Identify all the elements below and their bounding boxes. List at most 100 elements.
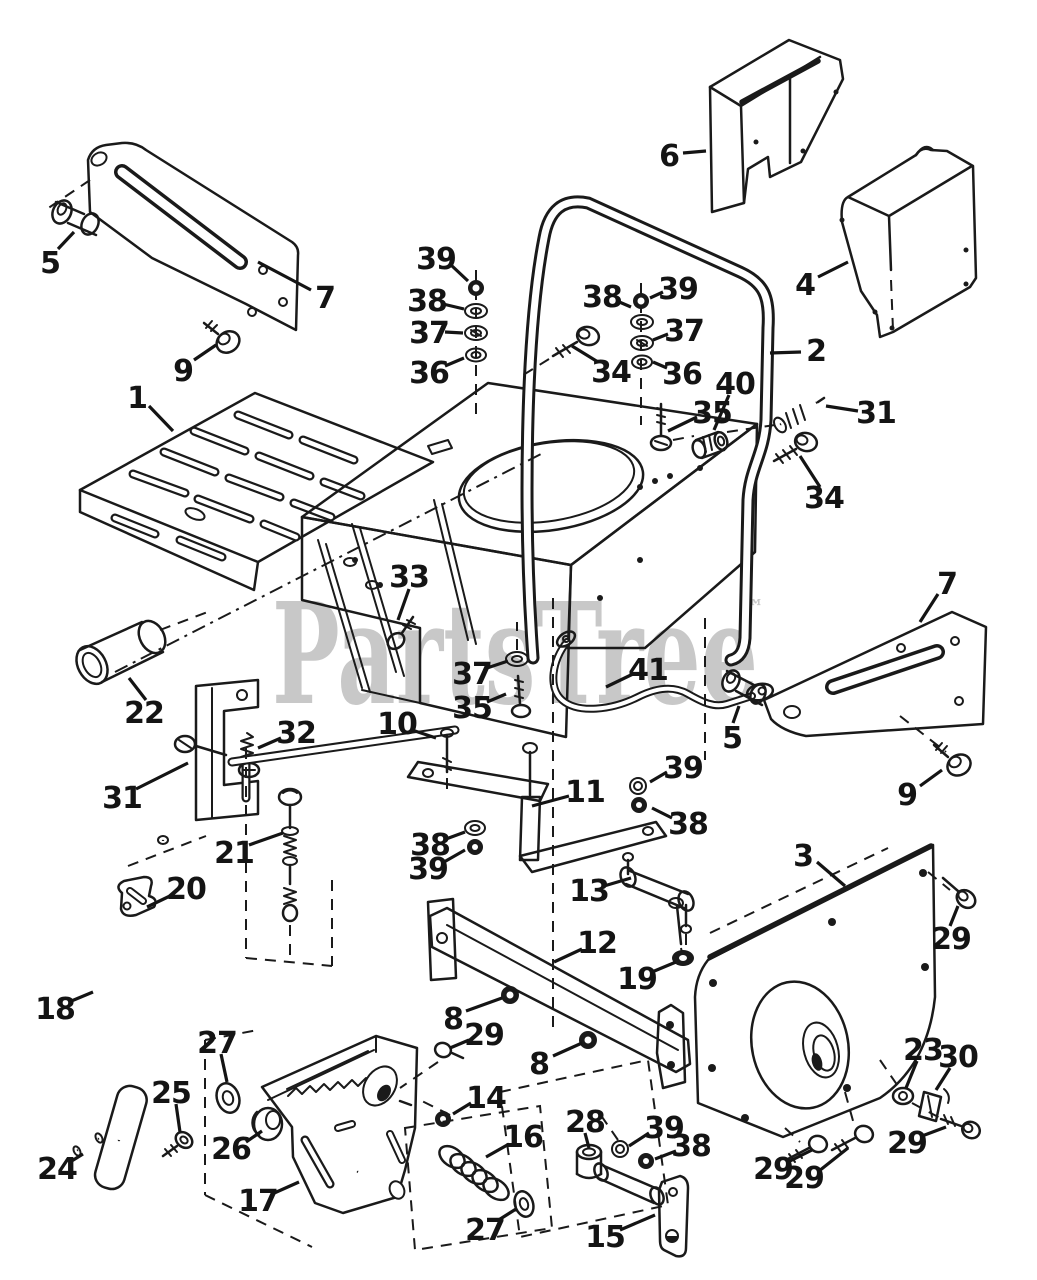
callout-20-label: 20 <box>166 872 206 907</box>
callout-5-label: 5 <box>40 246 60 281</box>
callout-28-leader <box>583 1132 591 1149</box>
callout-24-label: 24 <box>37 1152 77 1187</box>
callout-6-label: 6 <box>659 139 679 174</box>
callout-29-label: 29 <box>753 1152 793 1187</box>
callout-7-label: 7 <box>937 567 957 602</box>
callout-1-leader <box>147 404 175 433</box>
callout-9-leader <box>193 343 217 362</box>
callout-34-leader <box>798 455 822 488</box>
callout-26-label: 26 <box>211 1132 251 1167</box>
part-4-cover <box>839 145 978 339</box>
watermark: PartsTree ™ <box>272 573 764 737</box>
part-28-bushing <box>575 1143 603 1180</box>
hardware-pairs-mid <box>464 777 647 855</box>
callout-31-leader <box>825 404 859 413</box>
callout-23-leader <box>904 1060 919 1089</box>
part-16-spring <box>438 1144 510 1202</box>
callout-5-leader <box>56 230 76 251</box>
part-18-lever <box>93 835 207 1191</box>
callout-39-leader <box>649 770 668 784</box>
callout-37-label: 37 <box>452 657 492 692</box>
part-24-pin <box>72 1132 104 1157</box>
callout-14-leader <box>452 1101 472 1116</box>
callout-33-label: 33 <box>389 560 429 595</box>
part-35-bolt-mid <box>505 622 532 719</box>
callout-32-label: 32 <box>276 716 316 751</box>
callout-2-leader <box>769 350 802 355</box>
callout-8-label: 8 <box>529 1047 549 1082</box>
callout-17-leader <box>271 1180 300 1196</box>
callout-8-leader <box>465 996 503 1013</box>
callout-10-leader <box>411 728 437 740</box>
part-9-bolt-left <box>202 320 241 354</box>
callout-39-label: 39 <box>663 751 703 786</box>
callout-4-leader <box>817 260 849 279</box>
callout-41-label: 41 <box>628 653 668 688</box>
part-22-pivot-tube <box>75 609 214 686</box>
callout-9-label: 9 <box>897 778 917 813</box>
hardware-stack-left <box>464 270 488 415</box>
callout-38-leader <box>654 1149 677 1161</box>
callout-39-label: 39 <box>408 852 448 887</box>
callout-15-leader <box>619 1213 656 1232</box>
part-9-bolt-right <box>932 742 972 777</box>
callout-16-label: 16 <box>503 1120 543 1155</box>
callout-8-label: 8 <box>443 1002 463 1037</box>
callout-35-leader <box>486 692 507 704</box>
callout-11-leader <box>531 794 570 808</box>
part-35-bolt-right <box>649 402 673 452</box>
callout-34-label: 34 <box>591 355 631 390</box>
callout-41-leader <box>605 672 634 689</box>
callout-36-label: 36 <box>409 356 449 391</box>
callout-37-leader <box>444 330 464 335</box>
callout-22-label: 22 <box>124 696 164 731</box>
callout-4-label: 4 <box>795 268 815 303</box>
part-2-backrest-frame <box>520 195 775 667</box>
callout-19-label: 19 <box>617 962 657 997</box>
callout-7-leader <box>257 260 312 292</box>
callout-29-label: 29 <box>464 1018 504 1053</box>
callout-29-leader <box>449 1038 470 1050</box>
callout-39-leader <box>449 263 470 283</box>
nut-14 <box>419 1099 451 1127</box>
callout-8-leader <box>552 1041 583 1058</box>
hardware-stack-right <box>630 283 654 425</box>
callout-13-label: 13 <box>569 874 609 909</box>
callout-12-label: 12 <box>577 926 617 961</box>
callout-39-label: 39 <box>658 272 698 307</box>
hardware-38-39-bottom <box>599 1113 654 1169</box>
part-12-rail <box>426 897 692 1090</box>
callout-37-leader <box>652 332 669 342</box>
callout-29-leader <box>948 905 960 927</box>
callout-1-label: 1 <box>127 381 147 416</box>
callout-13-leader <box>603 876 632 888</box>
callout-6-leader <box>682 149 707 155</box>
callout-39-label: 39 <box>644 1111 684 1146</box>
callout-39-leader <box>628 1131 650 1148</box>
callout-36-leader <box>444 356 465 368</box>
part-7-bracket-right <box>762 610 988 753</box>
callout-29-label: 29 <box>887 1126 927 1161</box>
callout-39-leader <box>649 290 664 300</box>
callout-31-label: 31 <box>856 396 896 431</box>
callout-5-leader <box>731 705 741 724</box>
callout-39-leader <box>443 848 466 864</box>
callout-3-label: 3 <box>793 839 813 874</box>
callout-34-label: 34 <box>804 481 844 516</box>
callout-16-leader <box>485 1142 510 1159</box>
callout-38-label: 38 <box>407 284 447 319</box>
part-30-clip <box>917 1088 950 1123</box>
callout-28-label: 28 <box>565 1105 605 1140</box>
callout-7-label: 7 <box>315 281 335 316</box>
callout-17-label: 17 <box>238 1184 278 1219</box>
callout-7-leader <box>918 593 940 623</box>
callout-15-label: 15 <box>585 1220 625 1255</box>
callout-38-label: 38 <box>582 280 622 315</box>
callout-38-label: 38 <box>410 828 450 863</box>
callout-33-leader <box>396 588 411 621</box>
part-17-ratchet-bracket <box>260 1034 419 1215</box>
callout-24-leader <box>69 1152 84 1164</box>
part-11-bellcrank <box>406 742 668 874</box>
